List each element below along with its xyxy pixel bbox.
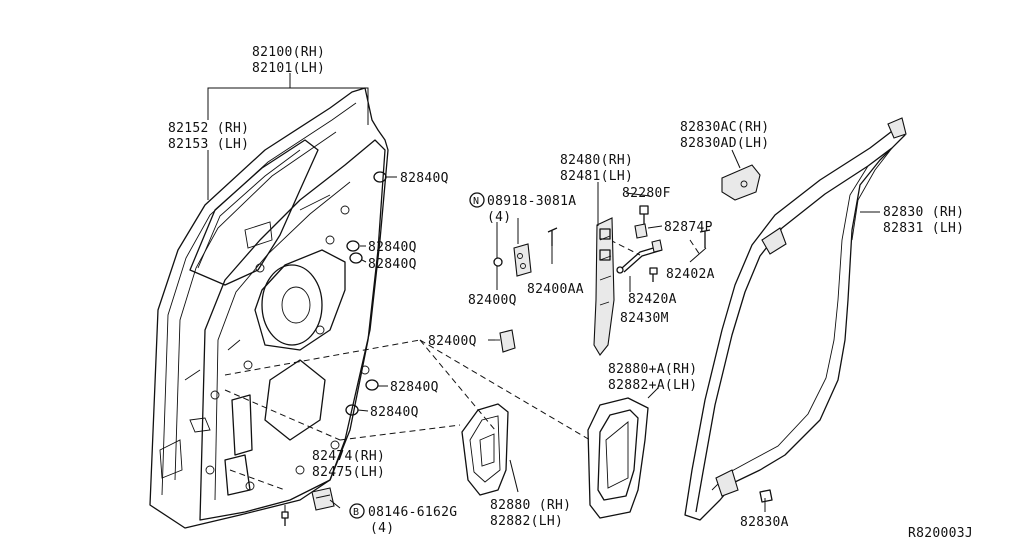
label-cover-rh: 82830AC(RH)	[680, 120, 769, 135]
label-hinge-rh: 82480(RH)	[560, 153, 633, 168]
label-bracket-82475-lh: 82475(LH)	[312, 465, 385, 480]
label-plug-a: 82840Q	[400, 171, 449, 186]
label-rod-82420a: 82420A	[628, 292, 677, 307]
label-bolt-82402a: 82402A	[666, 267, 715, 282]
label-latch-82400q: 82400Q	[428, 334, 477, 349]
label-handle-frame-lh: 82882+A(LH)	[608, 378, 697, 393]
label-glass-run-rh: 82152 (RH)	[168, 121, 249, 136]
label-bracket-82474-rh: 82474(RH)	[312, 449, 385, 464]
handle-frame-leader	[647, 387, 659, 399]
label-bolt-b-code: 08146-6162G	[368, 505, 457, 520]
label-handle-lh: 82882(LH)	[490, 514, 563, 529]
label-plug-b: 82840Q	[368, 240, 417, 255]
labels-layer: 82100(RH) 82101(LH) 82152 (RH) 82153 (LH…	[168, 45, 973, 541]
label-screw-82280f: 82280F	[622, 186, 671, 201]
handle-frame-drawing	[587, 397, 649, 519]
label-plug-e: 82840Q	[370, 405, 419, 420]
label-seal-lh: 82831 (LH)	[883, 221, 964, 236]
label-bolt-b-symbol: B	[353, 507, 359, 518]
label-cover-lh: 82830AD(LH)	[680, 136, 769, 151]
bolt-b-symbol-circle	[349, 503, 365, 519]
label-bolt-n-symbol: N	[473, 196, 479, 207]
label-bolt-n-code: 08918-3081A	[487, 194, 576, 209]
hinge-leaders	[488, 182, 707, 341]
cover-drawing	[721, 149, 761, 201]
bolt-n-symbol-circle	[469, 192, 485, 208]
seal-leaders	[764, 211, 880, 512]
label-bracket-82400aa: 82400AA	[527, 282, 584, 297]
label-door-panel-lh: 82101(LH)	[252, 61, 325, 76]
outside-handle-leader	[509, 459, 519, 493]
label-plug-c: 82840Q	[368, 257, 417, 272]
label-rod-82430m: 82430M	[620, 311, 669, 326]
door-panel-leaders	[207, 73, 397, 412]
label-plug-d: 82840Q	[390, 380, 439, 395]
label-hinge-lh: 82481(LH)	[560, 169, 633, 184]
outside-handle-drawing	[461, 403, 509, 496]
seal-drawing	[684, 117, 907, 521]
hinge-drawing	[493, 205, 711, 356]
label-clip-82830a: 82830A	[740, 515, 789, 530]
label-door-panel-rh: 82100(RH)	[252, 45, 325, 60]
clip-82830a-shape	[759, 489, 773, 503]
bracket-drawing	[281, 487, 341, 526]
label-nut-82400q: 82400Q	[468, 293, 517, 308]
dashed-reference-lines	[224, 239, 701, 491]
label-clip-82874p: 82874P	[664, 220, 713, 235]
label-bolt-b-qty: (4)	[370, 521, 394, 536]
label-handle-rh: 82880 (RH)	[490, 498, 571, 513]
label-bolt-n-qty: (4)	[487, 210, 511, 225]
label-seal-rh: 82830 (RH)	[883, 205, 964, 220]
label-glass-run-lh: 82153 (LH)	[168, 137, 249, 152]
label-ref-code: R820003J	[908, 526, 973, 541]
door-panel-drawing	[149, 87, 389, 529]
label-handle-frame-rh: 82880+A(RH)	[608, 362, 697, 377]
